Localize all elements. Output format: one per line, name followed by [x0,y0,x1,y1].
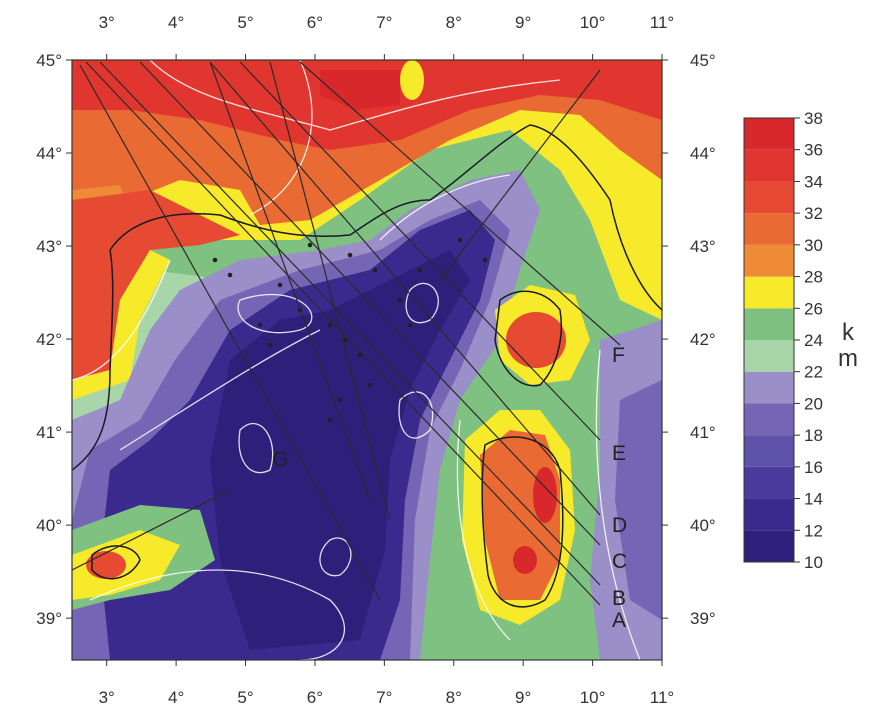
colorbar-tick-label: 34 [804,172,823,191]
colorbar [743,117,795,563]
lon-tick-label: 11° [650,13,674,32]
colorbar-ticks: 38 36 34 32 30 28 26 24 22 20 18 16 14 12 10 [794,109,823,572]
colorbar-swatch [744,340,794,372]
lon-tick-label: 10° [580,688,606,707]
colorbar-swatch [744,435,794,467]
lat-axis-right: 45° 44° 43° 42° 41° 40° 39° [662,51,716,628]
lat-tick-label: 42° [690,330,716,349]
colorbar-swatch [744,498,794,531]
lat-tick-label: 45° [36,51,62,70]
colorbar-tick-label: 20 [804,394,823,413]
colorbar-swatch [744,213,794,245]
colorbar-swatch [744,149,794,182]
lon-tick-label: 5° [237,688,253,707]
profile-label-b: B [612,587,626,610]
colorbar-tick-label: 12 [804,521,823,540]
coastline-spain [72,249,114,471]
yellow-spot-north [400,60,424,100]
colorbar-tick-label: 10 [804,553,823,572]
profile-label-e: E [612,442,626,465]
lat-tick-label: 41° [36,423,62,442]
lat-axis-left: 45° 44° 43° 42° 41° 40° 39° [36,51,72,628]
colorbar-tick-label: 38 [804,109,823,128]
lat-tick-label: 45° [690,51,716,70]
contour-red-gulf-lion [72,190,240,380]
profile-label-a: A [612,609,626,632]
colorbar-tick-label: 28 [804,268,823,287]
coastlines [72,124,662,608]
depth-field [72,60,662,660]
colorbar-tick-label: 18 [804,426,823,445]
lon-tick-label: 3° [99,13,115,32]
colorbar-unit-k: k [842,319,855,346]
profile-label-f: F [612,344,625,367]
lon-tick-label: 7° [376,13,392,32]
coastline-sardinia [481,436,564,608]
coastline-mallorca [91,545,141,580]
colorbar-swatch [744,403,794,436]
contour-deepest-basin [210,250,470,650]
lon-tick-label: 6° [307,688,323,707]
coastline-france [109,199,431,251]
lon-axis-top: 3° 4° 5° 6° 7° 8° 9° 10° 11° [99,13,674,60]
lon-axis-bottom: 3° 4° 5° 6° 7° 8° 9° 10° 11° [99,660,674,707]
colorbar-unit-m: m [838,345,858,372]
lat-tick-label: 39° [690,609,716,628]
colorbar-swatch [744,276,794,309]
lon-tick-label: 5° [237,13,253,32]
map-frame [71,59,663,661]
colorbar-swatch [744,371,794,404]
colorbar-swatch [744,466,794,499]
colorbar-tick-label: 36 [804,141,823,160]
lon-tick-label: 9° [515,13,531,32]
profile-label-d: D [612,514,627,537]
lat-tick-label: 42° [36,330,62,349]
colorbar-swatch [744,181,794,214]
contour-red-blob-ligurian [320,70,400,110]
lon-tick-label: 4° [168,688,184,707]
colorbar-swatch [744,244,794,277]
colorbar-swatch [744,530,794,562]
lat-tick-label: 41° [690,423,716,442]
colorbar-tick-label: 26 [804,299,823,318]
lon-tick-label: 10° [580,13,606,32]
coastline-corsica [494,290,563,387]
lat-tick-label: 40° [36,516,62,535]
lon-tick-label: 9° [515,688,531,707]
isolines [72,60,641,660]
lat-tick-label: 44° [36,144,62,163]
coastline-italy [429,124,662,311]
lat-tick-label: 44° [690,144,716,163]
lon-tick-label: 11° [650,688,674,707]
colorbar-tick-label: 14 [804,490,823,509]
colorbar-tick-label: 32 [804,204,823,223]
colorbar-tick-label: 16 [804,458,823,477]
colorbar-swatch [744,118,794,150]
profile-lines [72,61,621,606]
lon-tick-label: 8° [446,13,462,32]
lon-tick-label: 6° [307,13,323,32]
lon-tick-label: 4° [168,13,184,32]
lon-tick-label: 8° [446,688,462,707]
profile-label-g: G [272,448,288,471]
red-core-corsica [506,312,566,368]
lat-tick-label: 40° [690,516,716,535]
red-core-sardinia [533,467,557,523]
colorbar-tick-label: 24 [804,331,823,350]
lon-tick-label: 3° [99,688,115,707]
lat-tick-label: 43° [36,237,62,256]
contour-yellow-west [72,250,170,400]
colorbar-tick-label: 22 [804,363,823,382]
lon-tick-label: 7° [376,688,392,707]
profile-label-c: C [612,550,627,573]
stations [212,237,488,423]
lat-tick-label: 43° [690,237,716,256]
contour-violet-tyrrhenian [615,380,662,620]
colorbar-swatch [744,308,794,340]
profile-labels: A B C D E F G [272,344,627,632]
red-core-sardinia-south [513,546,537,574]
colorbar-tick-label: 30 [804,236,823,255]
lat-tick-label: 39° [36,609,62,628]
